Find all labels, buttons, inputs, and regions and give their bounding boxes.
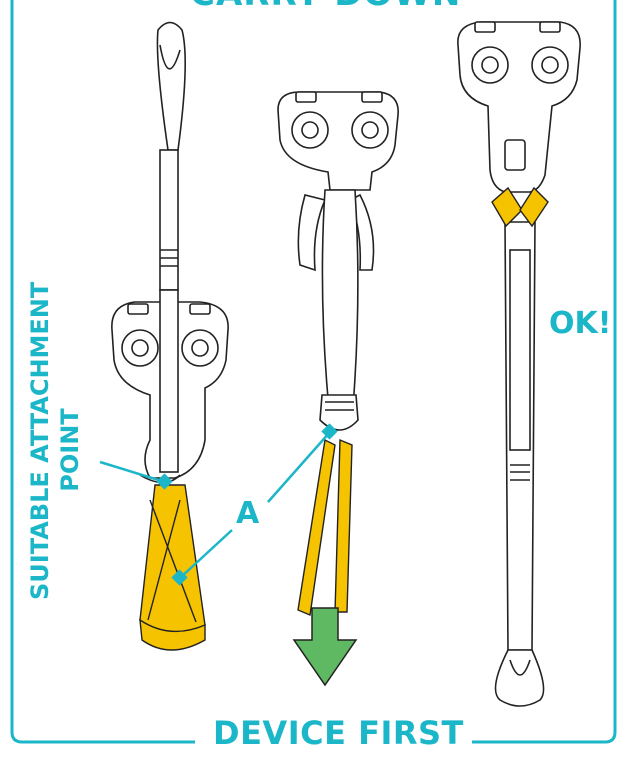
down-arrow-icon [294, 608, 356, 685]
device-middle-icon [278, 92, 398, 430]
yellow-sling-middle [298, 440, 352, 615]
top-title: CARRY DOWN [190, 0, 440, 14]
device-left-icon [112, 23, 228, 483]
attachment-label-line1: SUITABLE ATTACHMENT [25, 300, 55, 600]
bottom-title: DEVICE FIRST [205, 714, 472, 752]
yellow-sling-left [140, 485, 205, 650]
attachment-point-label: SUITABLE ATTACHMENT POINT [25, 300, 85, 600]
ok-label: OK! [549, 306, 611, 341]
attachment-label-line2: POINT [55, 300, 85, 600]
yellow-connector-right [492, 188, 548, 226]
device-right-icon [458, 22, 580, 706]
marker-a-label: A [236, 496, 259, 531]
pointer-lines [100, 425, 336, 584]
